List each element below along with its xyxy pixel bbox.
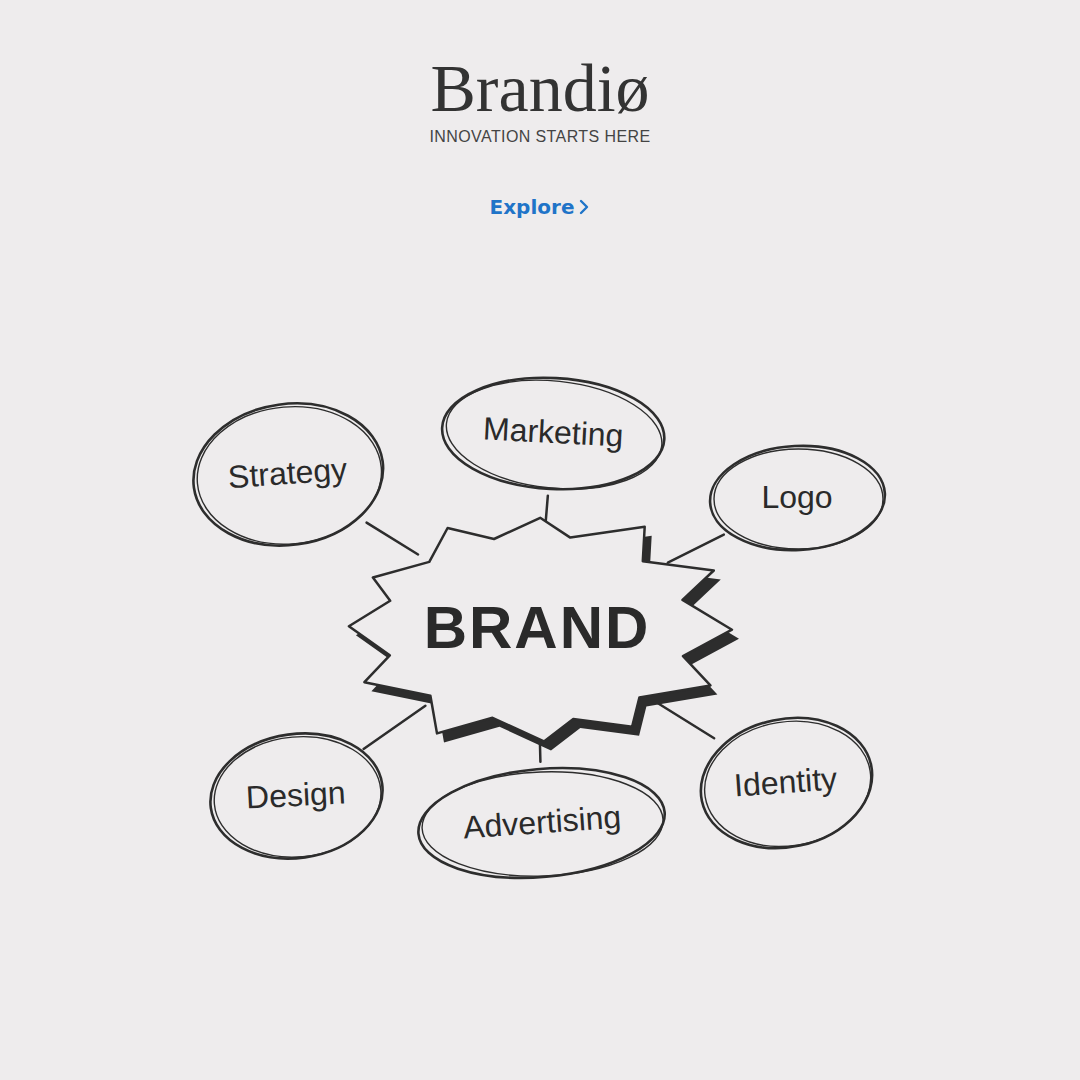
sketch-ellipse bbox=[184, 391, 392, 557]
topic-label: Strategy bbox=[227, 452, 348, 495]
sketch-ellipse bbox=[695, 710, 879, 859]
topic-label: Design bbox=[245, 776, 346, 816]
sketch-ellipse bbox=[421, 768, 666, 880]
sketch-ellipse bbox=[707, 441, 887, 554]
brand-starburst: BRAND bbox=[345, 512, 728, 745]
topic-label: Identity bbox=[733, 762, 838, 804]
topic-ellipse: Marketing bbox=[439, 375, 667, 492]
topic-ellipse: Identity bbox=[697, 716, 876, 850]
sketch-ellipse bbox=[441, 370, 667, 499]
branch-line bbox=[367, 523, 419, 555]
sketch-ellipse bbox=[202, 723, 391, 870]
sketch-ellipse bbox=[191, 399, 387, 552]
sketch-ellipse bbox=[688, 702, 884, 863]
topic-ellipse: Logo bbox=[707, 443, 888, 553]
topic-label: Logo bbox=[761, 480, 832, 515]
branch-line bbox=[656, 702, 715, 738]
starburst-outline bbox=[349, 517, 732, 741]
explore-link: Explore bbox=[490, 197, 575, 217]
sketch-ellipse bbox=[209, 730, 386, 864]
branch-line bbox=[668, 535, 724, 563]
sketch-ellipse bbox=[439, 372, 667, 494]
brand-title: Brandiø bbox=[430, 54, 649, 122]
topic-ellipse: Strategy bbox=[190, 401, 387, 548]
tagline: INNOVATION STARTS HERE bbox=[430, 129, 651, 145]
topic-label: Advertising bbox=[462, 800, 622, 846]
branch-line bbox=[364, 706, 426, 749]
sketch-ellipse bbox=[414, 758, 670, 887]
sketch-ellipse bbox=[714, 449, 883, 549]
topic-ellipse: Design bbox=[207, 731, 386, 861]
topic-ellipse: Advertising bbox=[415, 766, 668, 880]
brand-label: BRAND bbox=[424, 595, 651, 661]
topic-label: Marketing bbox=[482, 412, 624, 454]
chevron-icon bbox=[579, 199, 589, 215]
